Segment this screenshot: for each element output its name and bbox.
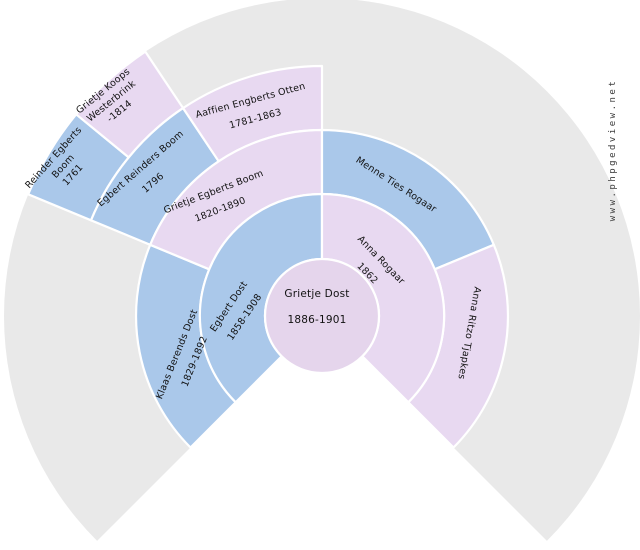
root-dates: 1886-1901 [287,314,347,326]
fan-center-root-person[interactable] [263,257,381,375]
person-label-root[interactable]: Grietje Dost 1886-1901 [284,287,349,327]
root-name: Grietje Dost [284,288,350,300]
phpgedview-watermark: www.phpgedview.net [608,78,618,222]
